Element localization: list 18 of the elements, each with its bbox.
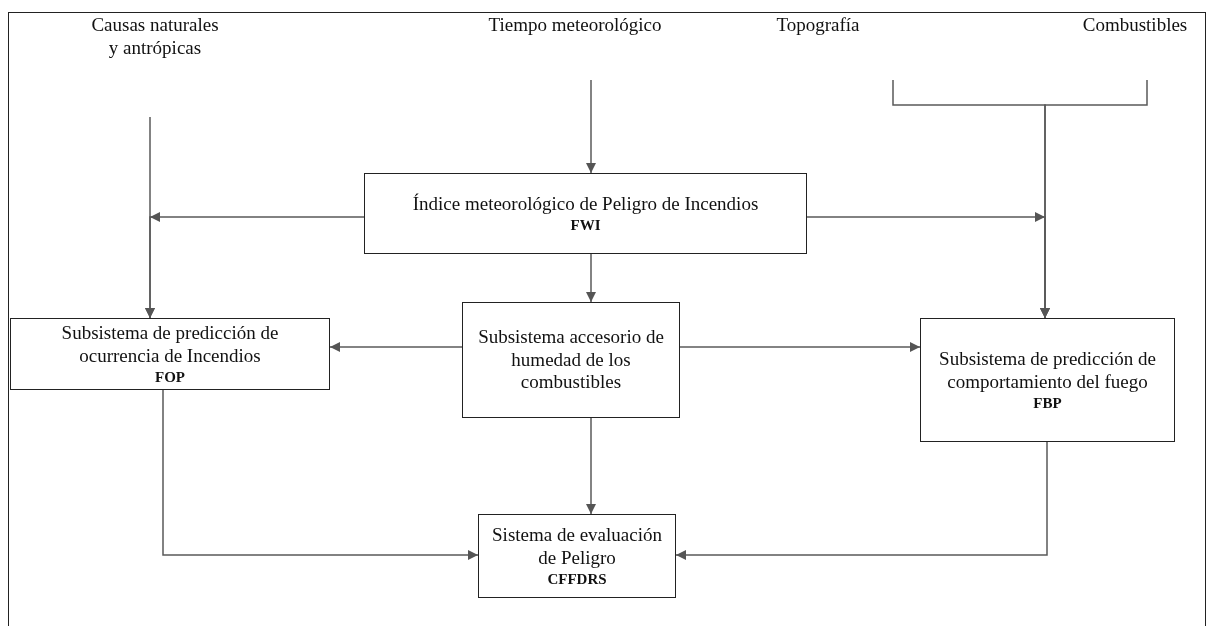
acronym-label: CFFDRS [547,569,607,588]
box-title: Subsistema accesorio de humedad de los combustibles [477,325,665,395]
box-title: Subsistema de predicción de ocurrencia de Incendios [60,322,280,368]
acronym-label: FOP [155,367,185,386]
box-title: Sistema de evaluación de Peligro [491,524,663,570]
process-box [10,318,330,390]
process-box [364,173,807,254]
box-title: Índice meteorológico de Peligro de Incendios [412,193,759,216]
input-label: Combustibles [1082,14,1188,37]
process-box [920,318,1175,442]
box-title: Subsistema de predicción de comportamiento del fuego [938,348,1157,394]
input-label: Causas naturales y antrópicas [90,14,220,60]
acronym-label: FWI [570,215,601,234]
input-label: Tiempo meteorológico [488,14,662,37]
process-box [478,514,676,598]
input-label: Topografía [776,14,860,37]
process-box [462,302,680,418]
acronym-label: FBP [1033,393,1062,412]
